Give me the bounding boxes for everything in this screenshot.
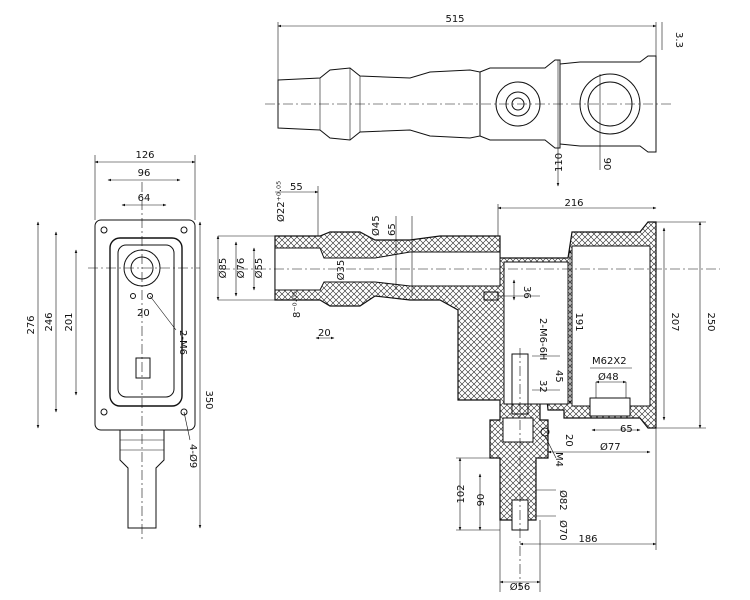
- label-4-holes: 4-Ø9: [187, 444, 199, 468]
- top-housing: [479, 59, 561, 149]
- dim-45b: 45: [553, 370, 564, 383]
- label-m4: M4: [553, 452, 564, 467]
- dim-515: 515: [445, 14, 464, 25]
- dim-90-sec: 90: [476, 494, 487, 507]
- dim-64: 64: [138, 193, 151, 204]
- section-view: 55 Ø22⁺⁰·⁰⁵ Ø45 65 216 Ø85 Ø76 Ø55 Ø35 8…: [216, 181, 720, 593]
- top-port-outer: [495, 81, 541, 127]
- dim-126: 126: [135, 150, 154, 161]
- dim-d55: Ø55: [253, 258, 265, 279]
- dim-8: 8⁻⁰·⁰⁵: [292, 291, 303, 318]
- dim-d35: Ø35: [335, 260, 347, 281]
- dim-36: 36: [521, 286, 532, 299]
- dim-d70: Ø70: [557, 520, 569, 541]
- dim-246: 246: [44, 312, 55, 331]
- left-view: 126 96 64 276 246 201 350 20 2-M6 4-Ø9: [26, 150, 214, 540]
- dim-d82: Ø82: [557, 490, 569, 511]
- bolt-hole-icon: [100, 226, 108, 234]
- top-right-housing: [559, 55, 657, 153]
- dim-191: 191: [573, 312, 584, 331]
- dim-276: 276: [26, 315, 37, 334]
- dim-96: 96: [138, 168, 151, 179]
- dim-20-left: 20: [137, 308, 150, 319]
- left-flange-outer: [94, 219, 196, 431]
- label-m62x2: M62X2: [592, 356, 627, 367]
- dim-250: 250: [705, 312, 716, 331]
- dim-110: 110: [554, 153, 565, 172]
- dim-207: 207: [669, 312, 680, 331]
- dim-d45: Ø45: [370, 215, 382, 236]
- dim-d48: Ø48: [598, 371, 619, 383]
- dim-20-sec: 20: [318, 328, 331, 339]
- top-view: 515 3.3 110 90: [265, 14, 684, 187]
- dim-d22: Ø22⁺⁰·⁰⁵: [275, 181, 287, 222]
- dim-d77: Ø77: [600, 441, 621, 453]
- dim-3-3: 3.3: [673, 32, 684, 48]
- dim-d85: Ø85: [217, 258, 229, 279]
- right-chamber: [571, 245, 651, 407]
- left-neck: [119, 430, 165, 529]
- dim-216: 216: [564, 198, 583, 209]
- dim-186: 186: [578, 534, 597, 545]
- dim-102: 102: [456, 484, 467, 503]
- dim-32: 32: [537, 380, 548, 393]
- left-housing: [109, 237, 183, 407]
- insert-block: [502, 417, 534, 443]
- dim-350: 350: [203, 390, 214, 409]
- dim-55-top: 55: [290, 182, 303, 193]
- dim-20b: 20: [563, 434, 574, 447]
- dim-65: 65: [620, 424, 633, 435]
- dim-d76: Ø76: [235, 258, 247, 279]
- dim-90-top: 90: [601, 158, 612, 171]
- dim-d56: Ø56: [510, 581, 531, 593]
- label-2-m6-6h: 2-M6-6H: [537, 318, 548, 360]
- label-2-m6: 2-M6: [177, 330, 188, 355]
- dim-201: 201: [64, 312, 75, 331]
- dim-d65: 65: [387, 223, 398, 236]
